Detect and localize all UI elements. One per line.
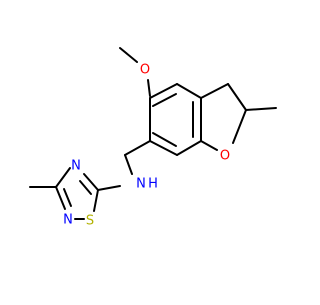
atom-thiadiazole-n2: N [63,213,73,228]
atom-thiadiazole-n4: N [71,159,81,174]
bond-c4-c3a [176,83,202,99]
bond-s1-c5 [93,189,99,212]
bond-c3-n2 [55,186,66,210]
bond-c3a-c3 [200,83,229,99]
atom-thiadiazole-sulfur: S [86,214,94,229]
molecule-structure: O O N H N N S [29,47,277,229]
atom-amine-nitrogen: N [136,177,146,192]
bond-ch2-nh [124,154,133,175]
bonds [29,47,277,220]
bond-c2-ring-o [232,109,247,144]
bond-methyl-methoxy [119,47,138,63]
bond-c5-n4-inner [79,180,92,195]
atom-ring-oxygen: O [220,149,230,164]
bond-c5-c4 [149,83,178,99]
atom-methoxy-oxygen: O [140,63,150,78]
bond-c3-n2-inner [63,188,72,207]
bond-ring-o-c7a [200,140,218,151]
structure-canvas: O O N H N N S [29,47,277,229]
bond-n4-c3 [55,167,71,188]
bond-c7-c6-inner [152,132,177,147]
bond-c4-c4-inner [152,93,177,107]
bond-c7a-c7 [176,140,202,156]
bond-c5-n4 [83,173,99,191]
bond-c6-ch2 [124,140,151,156]
bond-c7-c6 [149,140,178,156]
bond-c3-c2 [227,83,247,111]
bond-methoxy-o-c5 [147,79,151,97]
bond-c2-methyl [245,107,277,111]
bond-nh-c5-thiadiazole [97,185,121,191]
atom-amine-hydrogen: H [148,177,158,192]
atom-labels: O O N H N N S [63,63,230,229]
